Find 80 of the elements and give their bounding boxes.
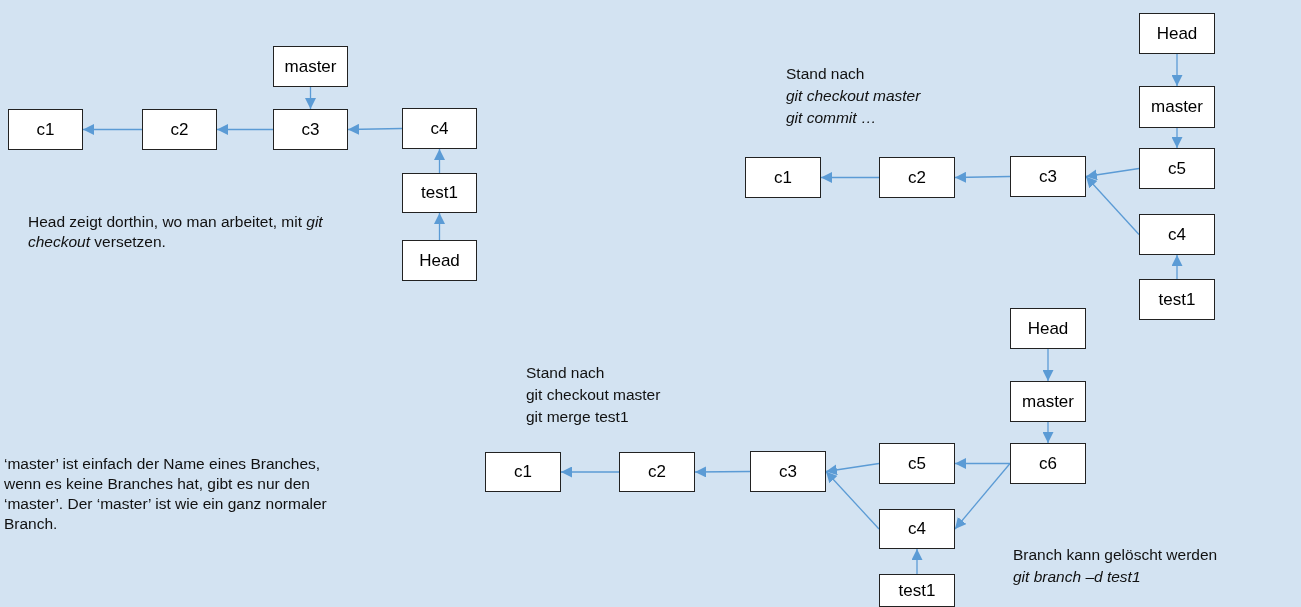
commit-box bbox=[485, 452, 561, 492]
commit-box bbox=[745, 157, 821, 198]
arrow bbox=[820, 172, 880, 183]
arrow bbox=[1171, 127, 1183, 149]
arrow bbox=[1171, 254, 1183, 280]
node-label: master bbox=[1022, 391, 1074, 412]
commit-box bbox=[1010, 308, 1086, 349]
node-label: master bbox=[1151, 97, 1203, 117]
node-label: test1 bbox=[421, 183, 458, 203]
node-label: test1 bbox=[1158, 289, 1196, 310]
commit-box bbox=[1139, 86, 1215, 128]
commit-box bbox=[879, 157, 955, 198]
commit-box bbox=[1139, 214, 1215, 255]
node-label: c4 bbox=[908, 519, 926, 539]
annotation-text: Stand nach bbox=[786, 64, 865, 84]
arrow bbox=[560, 466, 620, 478]
node-label: c1 bbox=[36, 119, 55, 140]
commit-box bbox=[273, 46, 348, 87]
arrow bbox=[825, 470, 880, 530]
commit-box bbox=[402, 108, 477, 149]
arrow bbox=[694, 466, 751, 478]
annotation-text: git checkout master bbox=[786, 86, 921, 106]
arrow bbox=[1171, 53, 1183, 87]
arrow bbox=[434, 148, 445, 174]
commit-box bbox=[879, 574, 955, 607]
arrow bbox=[82, 124, 143, 135]
commit-box bbox=[879, 509, 955, 549]
node-label: c2 bbox=[170, 119, 189, 140]
node-label: c4 bbox=[430, 118, 449, 139]
node-label: c1 bbox=[514, 462, 532, 482]
node-label: c5 bbox=[908, 453, 926, 474]
commit-box bbox=[750, 451, 826, 492]
arrow bbox=[1085, 175, 1140, 236]
node-label: c2 bbox=[648, 462, 666, 482]
commit-box bbox=[8, 109, 83, 150]
node-label: c5 bbox=[1168, 158, 1186, 179]
commit-box bbox=[1139, 279, 1215, 320]
annotation-text: Branch kann gelöscht werden bbox=[1013, 545, 1218, 565]
annotation-text: git commit … bbox=[786, 108, 877, 128]
node-label: master bbox=[284, 56, 337, 77]
arrow bbox=[1042, 348, 1054, 382]
commit-box bbox=[1010, 156, 1086, 197]
arrow bbox=[954, 458, 1011, 469]
arrow bbox=[305, 86, 316, 110]
annotation-text: git branch –d test1 bbox=[1013, 567, 1141, 587]
annotation-text: ‘master’ ist einfach der Name eines Branches, wenn es keine Branches hat, gibt es nur den ‘master’. Der ‘master’ ist wie ein ganz normaler Branch. bbox=[4, 454, 328, 534]
node-label: c2 bbox=[908, 167, 926, 188]
commit-box bbox=[402, 173, 477, 213]
commit-box bbox=[1010, 381, 1086, 422]
arrow bbox=[954, 462, 1011, 530]
arrow bbox=[911, 548, 923, 575]
node-label: test1 bbox=[898, 580, 936, 601]
annotation-text: git checkout master bbox=[526, 385, 661, 405]
commit-box bbox=[1010, 443, 1086, 484]
node-label: c6 bbox=[1039, 453, 1057, 474]
arrow bbox=[1085, 167, 1140, 181]
commit-box bbox=[619, 452, 695, 492]
annotation-text: Stand nach bbox=[526, 363, 605, 383]
commit-box bbox=[879, 443, 955, 484]
node-label: Head bbox=[1156, 23, 1198, 44]
arrow bbox=[1042, 421, 1054, 444]
node-label: c3 bbox=[301, 119, 320, 140]
commit-box bbox=[1139, 13, 1215, 54]
annotation-text: Head zeigt dorthin, wo man arbeitet, mit git checkout versetzen. bbox=[28, 212, 324, 252]
arrow bbox=[434, 212, 445, 241]
commit-box bbox=[273, 109, 348, 150]
arrow bbox=[347, 123, 403, 135]
node-label: c3 bbox=[779, 461, 797, 482]
arrow bbox=[825, 462, 880, 476]
node-label: Head bbox=[419, 250, 460, 271]
annotation-text: git merge test1 bbox=[526, 407, 629, 427]
node-label: c3 bbox=[1039, 166, 1057, 187]
node-label: c1 bbox=[774, 167, 792, 188]
node-label: c4 bbox=[1168, 224, 1186, 245]
node-label: Head bbox=[1027, 318, 1069, 339]
commit-box bbox=[1139, 148, 1215, 189]
commit-box bbox=[142, 109, 217, 150]
arrow bbox=[216, 124, 274, 135]
commit-box bbox=[402, 240, 477, 281]
arrow bbox=[954, 171, 1011, 183]
